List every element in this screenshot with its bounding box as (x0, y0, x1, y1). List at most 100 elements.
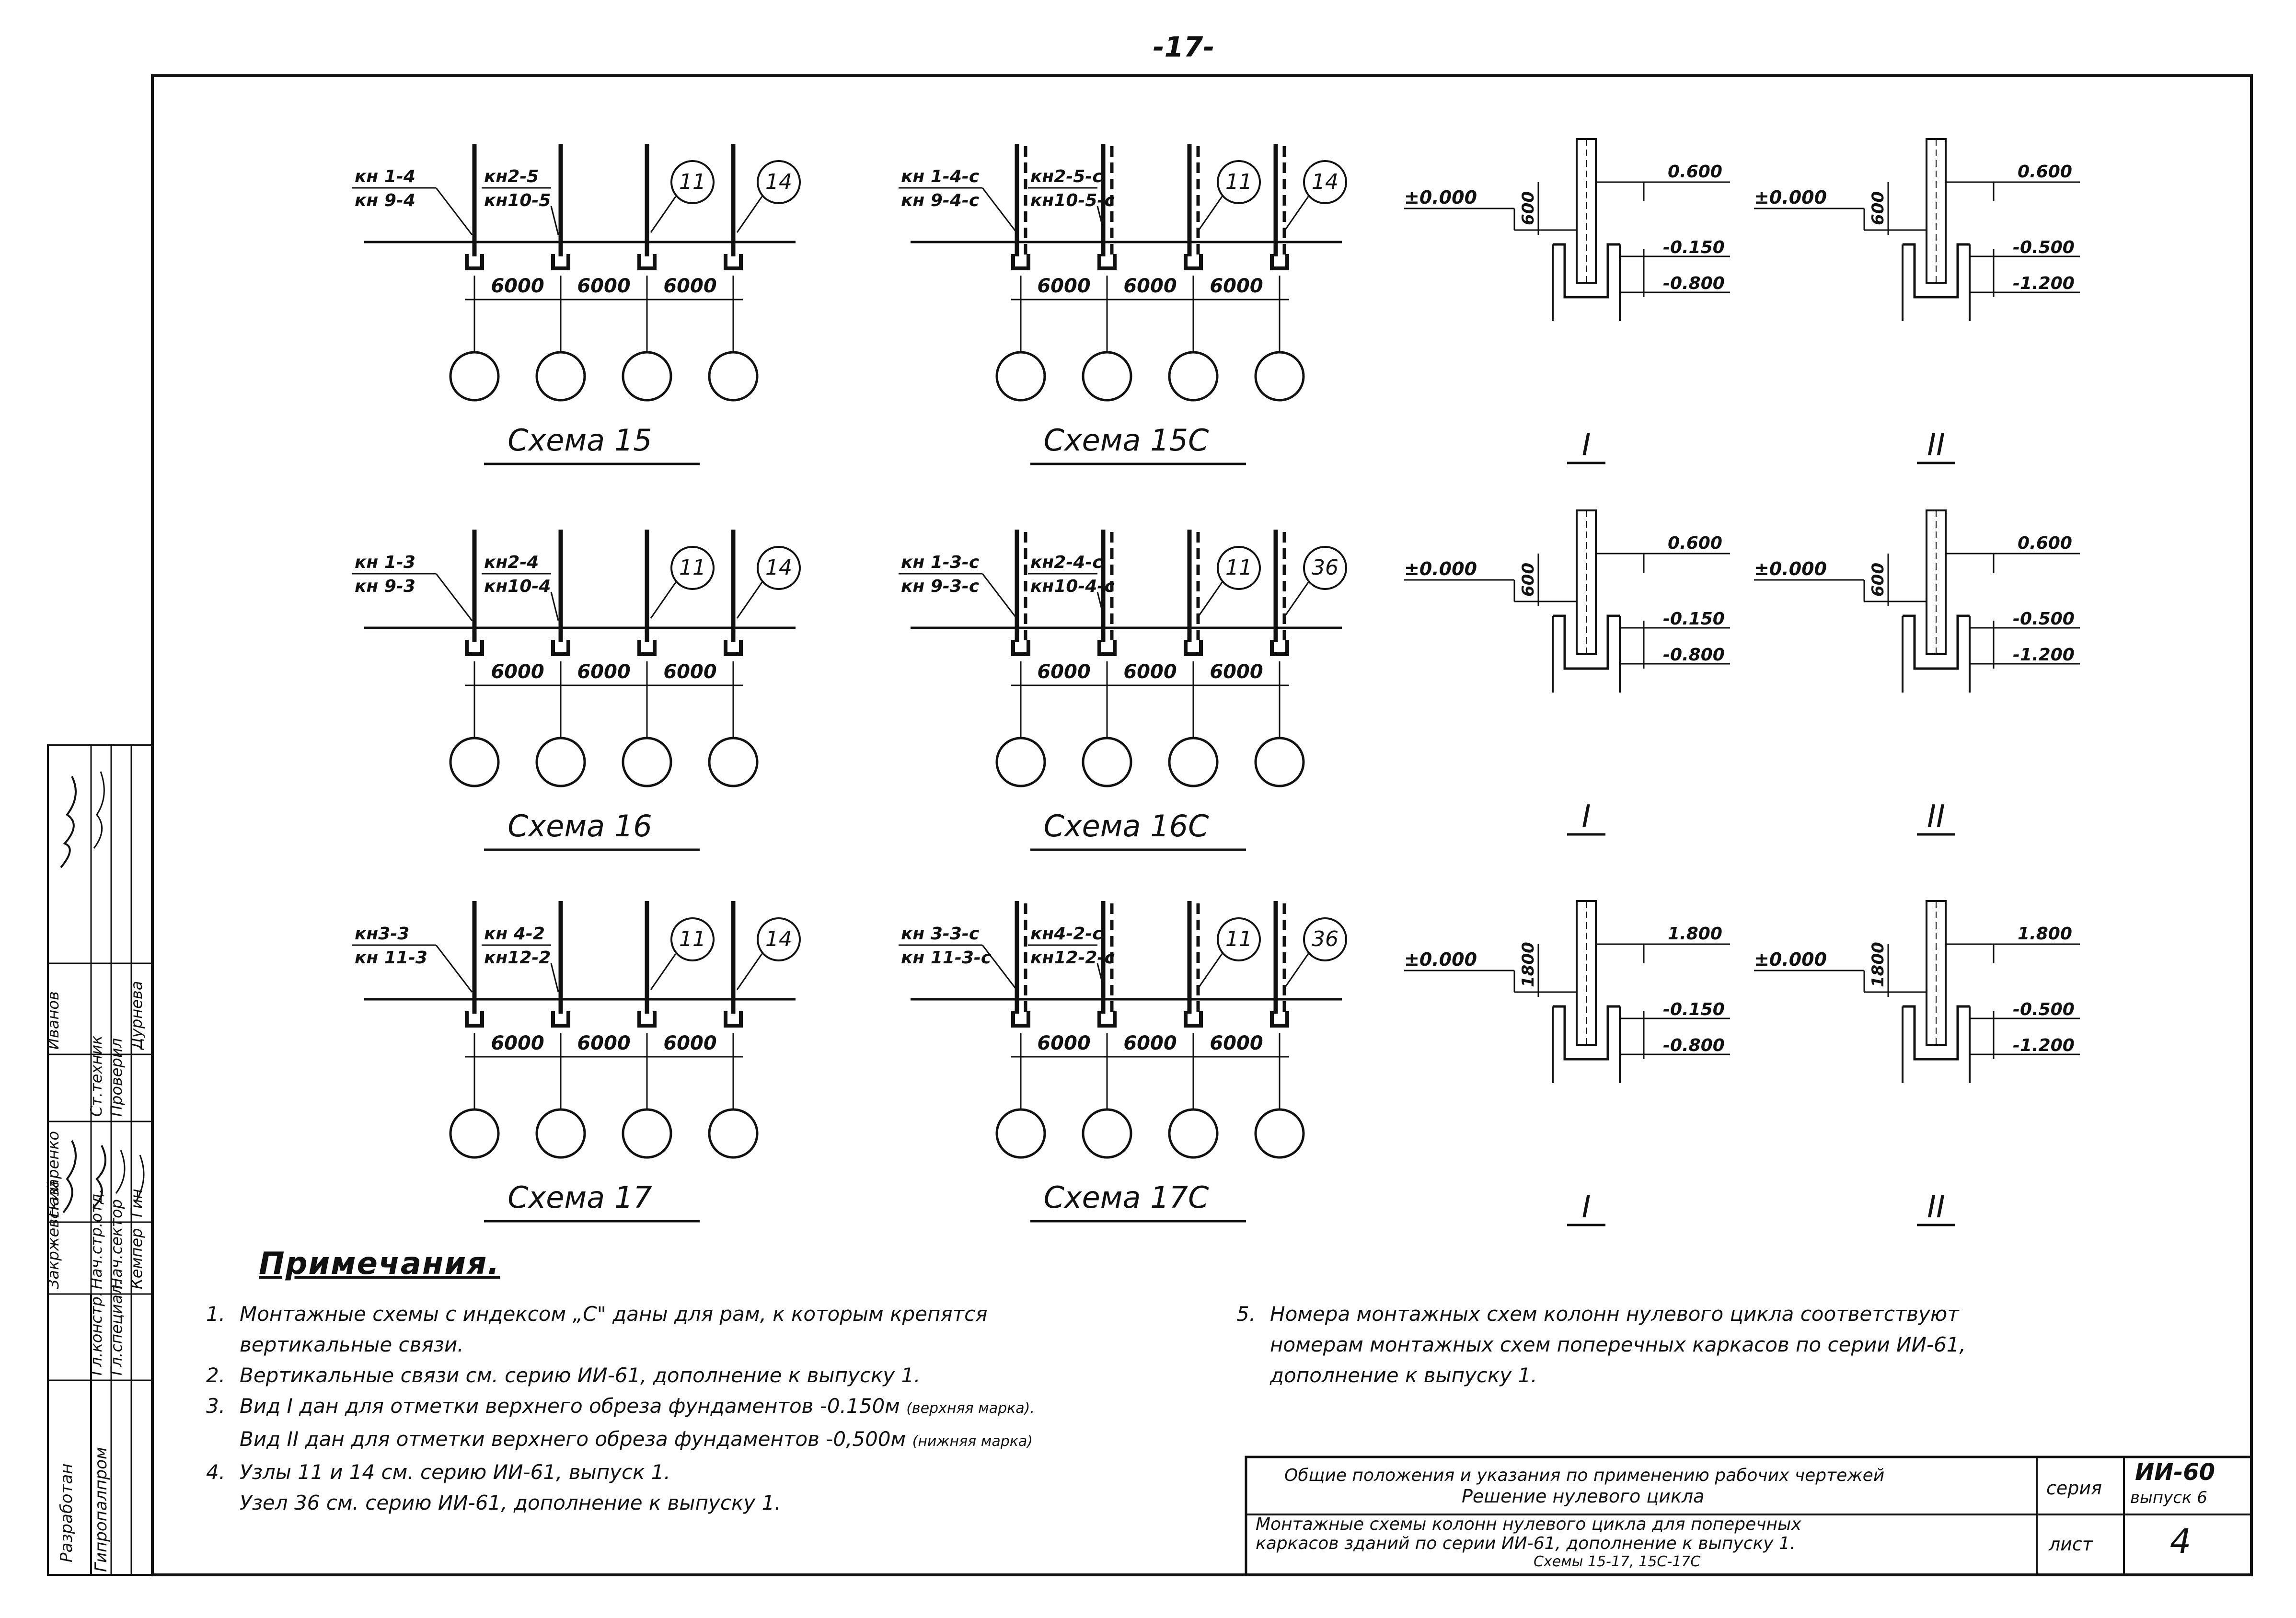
footing (1097, 640, 1117, 656)
notes-title: Примечания. (259, 1246, 500, 1282)
signature-4 (92, 1145, 106, 1209)
zero-level-label: ±0.000 (1754, 187, 1827, 208)
span-dimension: 6000 (491, 275, 544, 297)
axis-circle (1168, 351, 1219, 402)
height-dimension: 600 (1869, 563, 1888, 597)
foundation-cup (1903, 614, 1970, 670)
axis-circle (622, 1108, 672, 1159)
footing (1097, 254, 1117, 270)
span-dimension: 6000 (491, 661, 544, 683)
col2-upper-label: кн2-4-с (1030, 553, 1103, 572)
cup-bottom-elevation: -0.800 (1663, 645, 1725, 665)
sheet-title-2: каркасов зданий по серии ИИ-61, дополнен… (1256, 1534, 1795, 1553)
col2-lower-label: кн10-4-с (1030, 577, 1115, 596)
axis-circle (535, 351, 586, 402)
stamp-org-2: Гипропалпром (92, 1447, 111, 1572)
height-dimension: 1800 (1519, 942, 1538, 987)
axis-circle (1254, 1108, 1305, 1159)
stamp-name: Иванов (44, 991, 62, 1050)
col2-upper-label: кн4-2-с (1030, 924, 1103, 944)
span-dimension: 6000 (1037, 275, 1090, 297)
stamp-name: Дурнева (127, 981, 146, 1051)
span-dimension: 6000 (491, 1032, 544, 1054)
node-callout (757, 917, 801, 961)
axis-circle (449, 737, 500, 787)
node-callout (1217, 917, 1261, 961)
col2-upper-label: кн 4-2 (484, 924, 545, 944)
footing (724, 640, 743, 656)
foundation-cup (1903, 1005, 1970, 1061)
height-dimension: 600 (1519, 563, 1538, 597)
top-elevation: 0.600 (1668, 533, 1722, 553)
cup-bottom-elevation: -0.800 (1663, 1036, 1725, 1055)
foundation-top-elevation: -0.150 (1663, 609, 1725, 629)
note-3-cont: Вид II дан для отметки верхнего обреза ф… (240, 1427, 1033, 1451)
axis-circle (1168, 1108, 1219, 1159)
col2-lower-label: кн10-5 (484, 191, 551, 210)
span-dimension: 6000 (1210, 661, 1263, 683)
span-dimension: 6000 (577, 1032, 630, 1054)
cup-bottom-elevation: -1.200 (2013, 1036, 2075, 1055)
foundation-top-elevation: -0.500 (2013, 1000, 2075, 1019)
axis-circle (1254, 737, 1305, 787)
span-dimension: 6000 (1123, 1032, 1177, 1054)
height-dimension: 600 (1869, 191, 1888, 225)
axis-circle (995, 351, 1046, 402)
foundation-top-elevation: -0.150 (1663, 238, 1725, 257)
node-number: 14 (765, 555, 792, 580)
stamp-role: Гл.констр. (87, 1292, 105, 1375)
node-callout (1217, 160, 1261, 204)
col1-upper-label: кн 1-3-с (901, 553, 979, 572)
note-2: 2.Вертикальные связи см. серию ИИ-61, до… (206, 1364, 921, 1387)
footing (1270, 254, 1289, 270)
axis-circle (708, 1108, 759, 1159)
axis-circle (535, 737, 586, 787)
col2-lower-label: кн10-5-с (1030, 191, 1115, 210)
node-callout (1217, 546, 1261, 590)
notes-left: 1.Монтажные схемы с индексом „С" даны дл… (206, 1299, 1035, 1518)
col2-upper-label: кн2-4 (484, 553, 539, 572)
footing (465, 254, 484, 270)
node-number: 36 (1312, 555, 1338, 580)
view-label: I (1582, 799, 1591, 834)
signature-2 (93, 771, 105, 849)
page-number: -17- (1153, 31, 1215, 63)
foundation-top-elevation: -0.500 (2013, 238, 2075, 257)
node-callout (670, 160, 715, 204)
node-callout (1303, 546, 1347, 590)
signature-3 (62, 1140, 77, 1214)
axis-circle (622, 737, 672, 787)
general-title-2: Решение нулевого цикла (1462, 1486, 1704, 1507)
axis-circle (708, 737, 759, 787)
stamp-role: Гл.специал. (107, 1280, 126, 1375)
footing (1184, 254, 1203, 270)
span-dimension: 6000 (1123, 661, 1177, 683)
axis-circle (1082, 737, 1132, 787)
sheet-title-3: Схемы 15-17, 15С-17С (1534, 1553, 1700, 1570)
top-elevation: 1.800 (1668, 924, 1722, 944)
view-label: II (1927, 428, 1945, 463)
col1-upper-label: кн 1-4 (355, 167, 415, 186)
span-dimension: 6000 (1123, 275, 1177, 297)
col1-lower-label: кн 9-3-с (901, 577, 979, 596)
node-callout (670, 917, 715, 961)
axis-circle (708, 351, 759, 402)
span-dimension: 6000 (663, 1032, 716, 1054)
note-4: 4.Узлы 11 и 14 см. серию ИИ-61, выпуск 1… (206, 1460, 670, 1484)
axis-circle (449, 1108, 500, 1159)
cup-bottom-elevation: -1.200 (2013, 645, 2075, 665)
footing (724, 1011, 743, 1028)
top-elevation: 0.600 (2018, 533, 2072, 553)
span-dimension: 6000 (577, 661, 630, 683)
series-value: ИИ-60 (2135, 1459, 2215, 1486)
top-elevation: 0.600 (2018, 162, 2072, 182)
col1-upper-label: кн 1-4-с (901, 167, 979, 186)
col1-upper-label: кн3-3 (355, 924, 409, 944)
